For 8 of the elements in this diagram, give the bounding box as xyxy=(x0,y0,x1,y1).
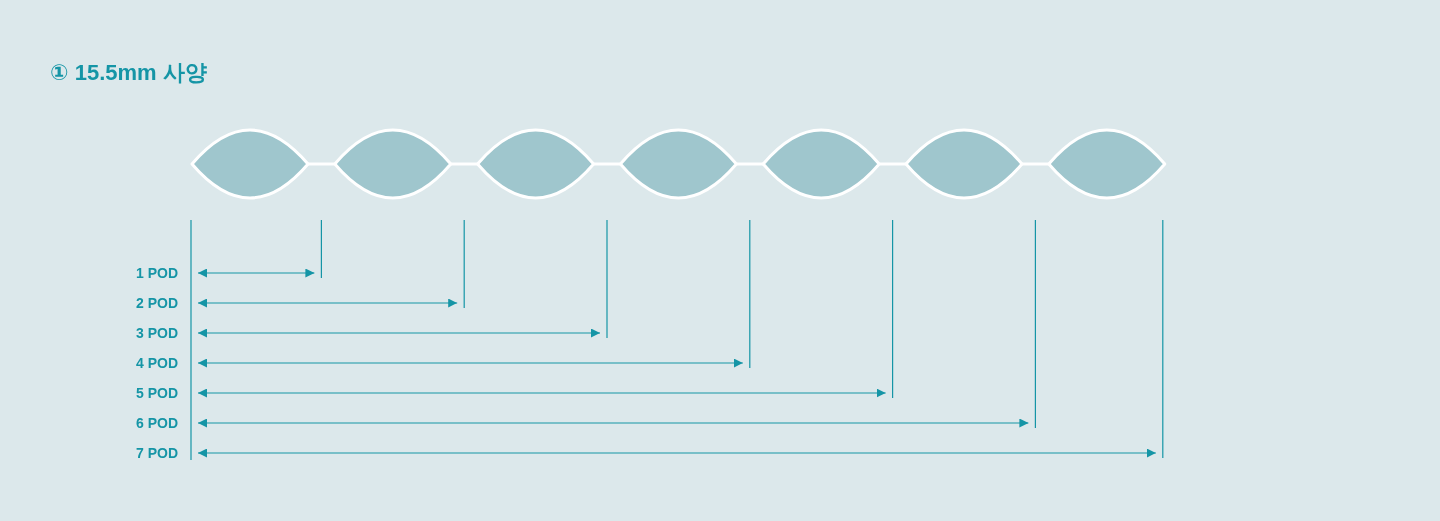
dimension-label: 3 POD xyxy=(135,325,178,341)
dimension-label: 1 POD xyxy=(135,265,178,281)
dimension-label: 7 POD xyxy=(135,445,178,461)
dimension-label: 5 POD xyxy=(135,385,178,401)
title: ① 15.5mm 사양 xyxy=(50,59,207,87)
dimension-label: 6 POD xyxy=(135,415,178,431)
dimension-label: 4 POD xyxy=(135,355,178,371)
dimension-label: 2 POD xyxy=(135,295,178,311)
